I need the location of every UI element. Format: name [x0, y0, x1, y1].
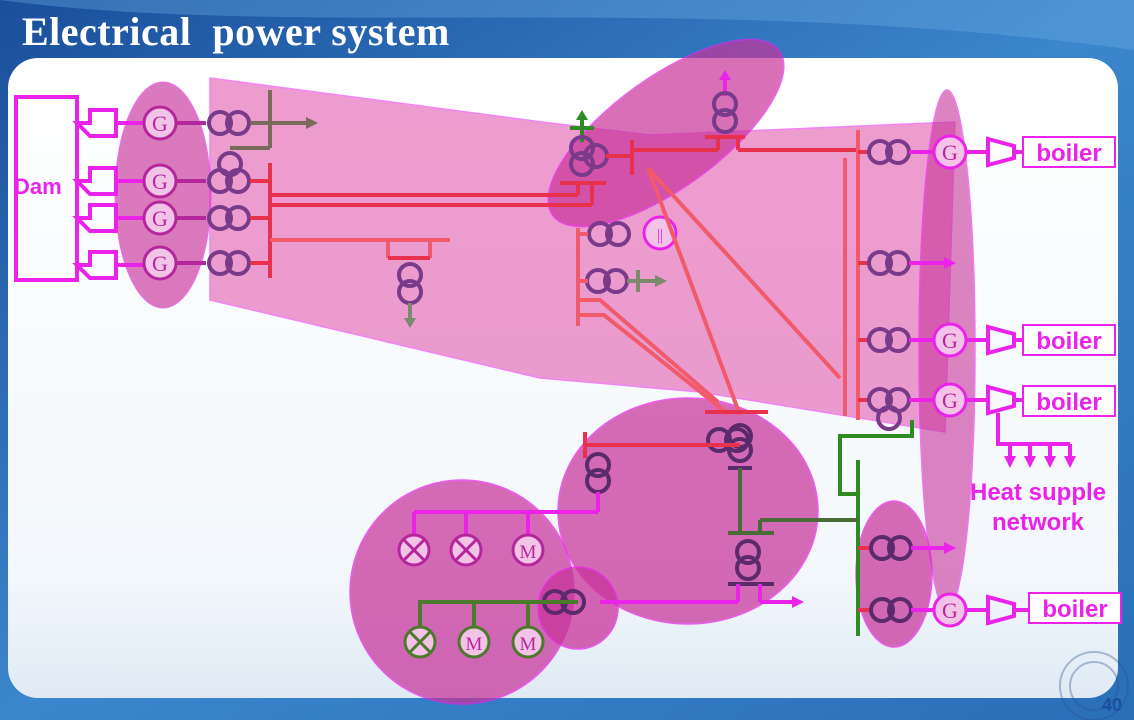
thermal-units: G G G: [858, 134, 1076, 468]
university-logo: [1059, 651, 1129, 720]
svg-text:G: G: [152, 206, 168, 231]
hydro-turbines: [72, 108, 145, 280]
hydro-transformers: [207, 110, 251, 276]
svg-text:G: G: [942, 388, 958, 413]
svg-text:M: M: [520, 542, 537, 563]
svg-text:G: G: [942, 328, 958, 353]
svg-text:G: G: [152, 169, 168, 194]
svg-text:G: G: [942, 598, 958, 623]
top-substation: [560, 110, 634, 185]
hydro-busbars: [230, 90, 594, 278]
boiler-1: boiler: [1022, 136, 1116, 168]
top-magenta-substation: [632, 70, 858, 152]
heat-supply-label: Heat supple network: [958, 478, 1118, 538]
svg-text:M: M: [466, 634, 483, 655]
hydro-generators: G G G G: [142, 105, 206, 281]
svg-text:M: M: [520, 634, 537, 655]
svg-text:G: G: [942, 140, 958, 165]
svg-text:||: ||: [657, 227, 663, 244]
page-number: 40: [1101, 695, 1122, 715]
svg-text:G: G: [152, 251, 168, 276]
boiler-4: boiler: [1028, 592, 1122, 624]
bottom-right-units: G: [858, 535, 1028, 628]
boiler-3: boiler: [1022, 385, 1116, 417]
slide-title: Electrical power system: [22, 9, 450, 54]
load-transformer-1: [397, 262, 423, 328]
heat-supply-line-1: Heat supple: [969, 479, 1107, 506]
dam-label: Dam: [14, 174, 62, 199]
heat-supply-line-2: network: [991, 509, 1084, 536]
svg-text:G: G: [152, 111, 168, 136]
central-substation: [414, 423, 804, 615]
boiler-2: boiler: [1022, 324, 1116, 356]
transmission-lines: [578, 130, 860, 420]
dam-box: [14, 95, 79, 282]
motor-loads: M M M: [397, 512, 578, 659]
regions: [114, 38, 976, 705]
